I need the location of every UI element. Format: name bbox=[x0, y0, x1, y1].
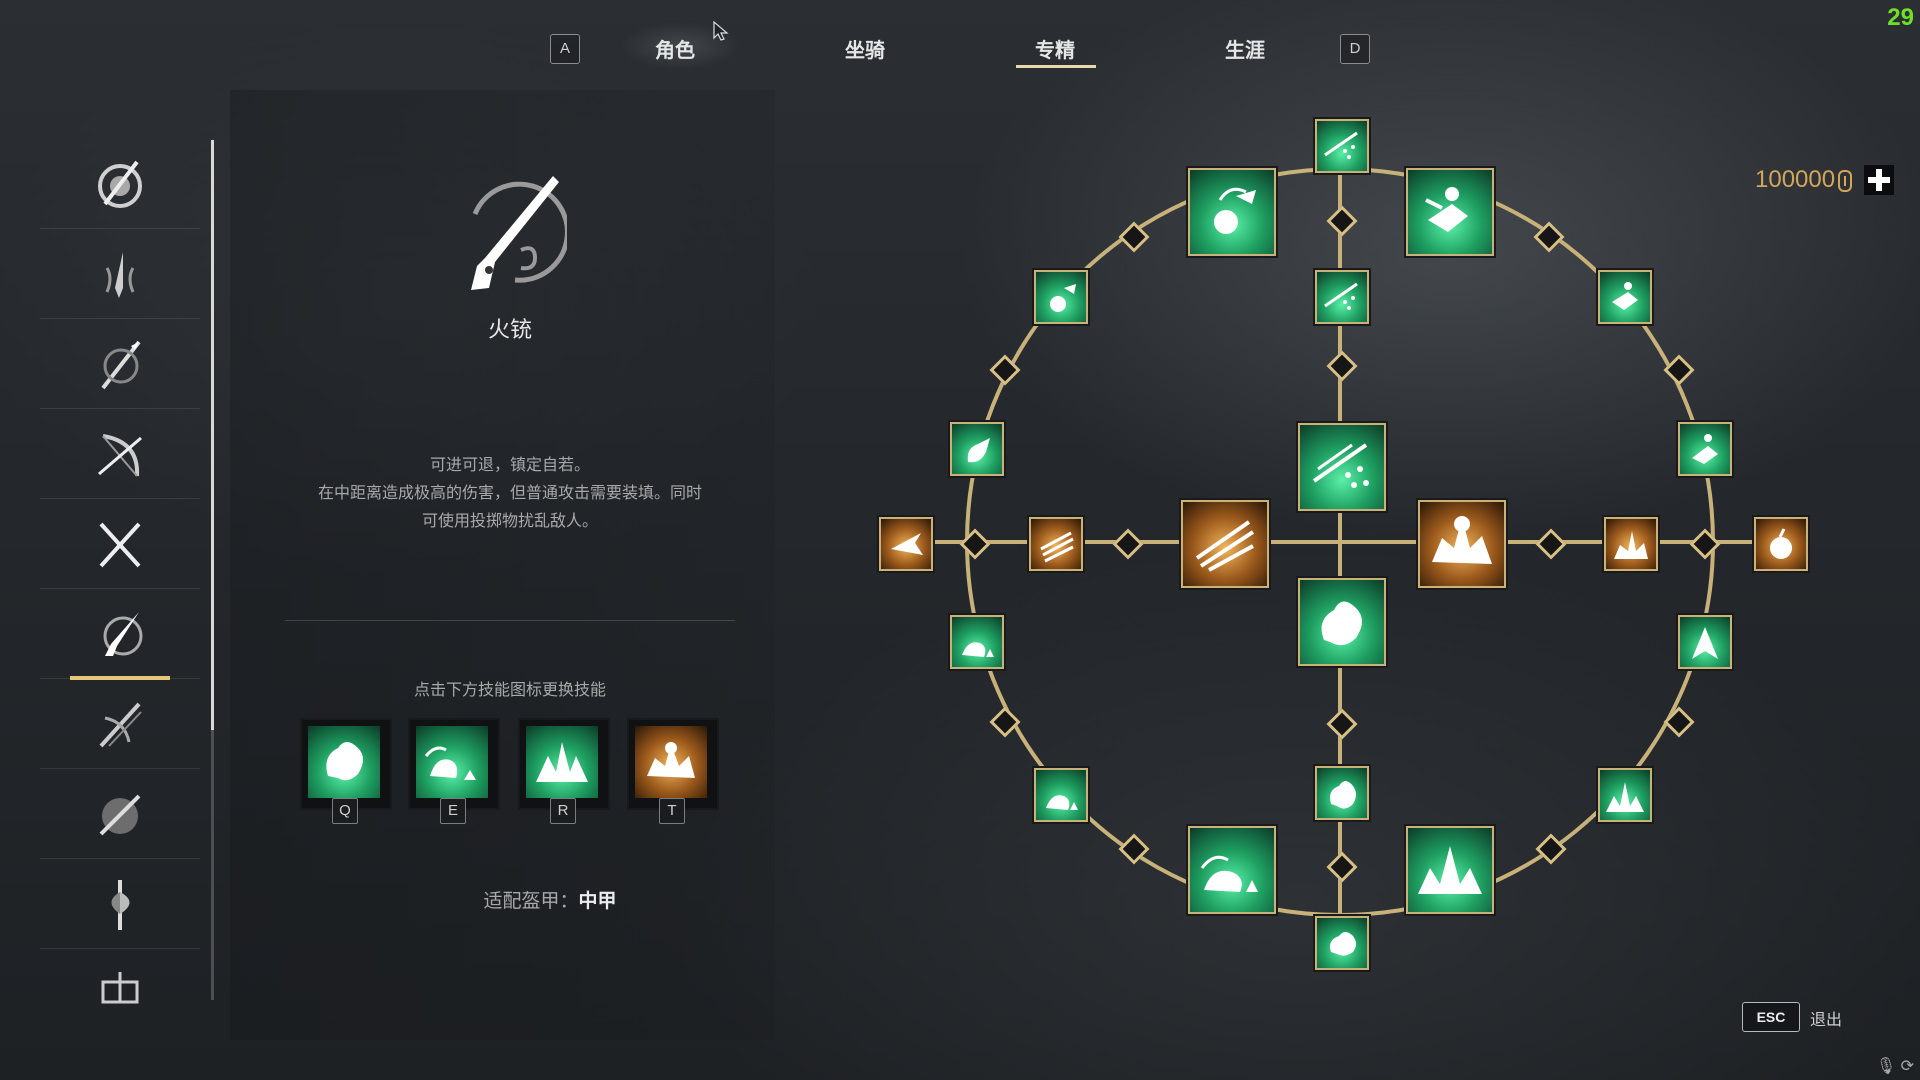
skill-node-spike-1[interactable] bbox=[1678, 615, 1732, 669]
sidebar-scroll-thumb[interactable] bbox=[211, 140, 214, 730]
microphone-icon: 🎙 bbox=[1875, 1058, 1897, 1075]
add-currency-button[interactable] bbox=[1864, 165, 1894, 195]
skill-node-smoke-burst-major[interactable] bbox=[1298, 578, 1386, 666]
skill-node-spike-major[interactable] bbox=[1406, 826, 1494, 914]
armor-type: 适配盔甲：中甲 bbox=[400, 886, 700, 913]
skill-r-icon bbox=[526, 726, 598, 798]
tab-specialization[interactable]: 专精 bbox=[1035, 40, 1075, 62]
fps-counter: 29 bbox=[1887, 4, 1914, 31]
weapon-slot-shield-spear[interactable] bbox=[40, 140, 200, 229]
skill-e-icon bbox=[416, 726, 488, 798]
tab-career[interactable]: 生涯 bbox=[1225, 40, 1265, 62]
skill-slot-r[interactable]: R bbox=[518, 718, 610, 824]
skill-key-t: T bbox=[659, 798, 685, 824]
skill-node-trap-major[interactable] bbox=[1188, 826, 1276, 914]
skill-node-trap-1[interactable] bbox=[950, 615, 1004, 669]
description-line-2: 在中距离造成极高的伤害，但普通攻击需要装填。同时 bbox=[317, 485, 702, 502]
shield-spear-icon bbox=[98, 160, 142, 208]
halberd-icon bbox=[111, 880, 130, 930]
weapon-slot-blade-shield[interactable] bbox=[40, 770, 200, 859]
skill-slot-q[interactable]: Q bbox=[300, 718, 392, 824]
musket-emblem-icon bbox=[471, 176, 567, 290]
tab-mount[interactable]: 坐骑 bbox=[845, 40, 885, 62]
skill-node-roll-dodge-2[interactable] bbox=[1598, 270, 1652, 324]
esc-key[interactable]: ESC bbox=[1742, 1002, 1800, 1032]
skill-slot-e[interactable]: E bbox=[408, 718, 500, 824]
weapon-slot-hammer[interactable] bbox=[40, 950, 200, 1038]
weapon-slot-bow[interactable] bbox=[40, 410, 200, 499]
exit-label[interactable]: 退出 bbox=[1810, 1012, 1843, 1029]
currency-amount: 100000 bbox=[1755, 166, 1835, 194]
description-line-1: 可进可退，镇定自若。 bbox=[429, 457, 590, 474]
skill-key-r: R bbox=[550, 798, 576, 824]
plus-icon bbox=[1868, 169, 1890, 191]
skill-q-icon bbox=[308, 726, 380, 798]
refresh-icon: ⟳ bbox=[1900, 1058, 1914, 1075]
prev-tab-key[interactable]: A bbox=[550, 34, 580, 64]
active-weapon-indicator bbox=[70, 676, 170, 680]
weapon-slot-halberd[interactable] bbox=[40, 860, 200, 949]
armor-label: 适配盔甲： bbox=[483, 891, 579, 912]
skill-node-roll-dodge-1[interactable] bbox=[1678, 422, 1732, 476]
skill-swap-hint: 点击下方技能图标更换技能 bbox=[413, 682, 606, 699]
corner-status-icons: 🎙 ⟳ bbox=[1876, 1056, 1914, 1076]
skill-node-bullet-spray-major[interactable] bbox=[1298, 423, 1386, 511]
skill-t-icon bbox=[635, 726, 707, 798]
armor-value: 中甲 bbox=[578, 891, 617, 912]
skill-node-rapid-shot-2[interactable] bbox=[1029, 517, 1083, 571]
weapon-slot-musket[interactable] bbox=[40, 590, 200, 680]
skill-key-q: Q bbox=[332, 798, 358, 824]
description-line-3: 可使用投掷物扰乱敌人。 bbox=[421, 513, 598, 530]
weapon-slot-dual-dagger[interactable] bbox=[40, 230, 200, 319]
skill-node-smoke-burst-2[interactable] bbox=[1315, 766, 1369, 820]
next-tab-key[interactable]: D bbox=[1340, 34, 1370, 64]
dual-dagger-icon bbox=[105, 252, 135, 298]
skill-node-bullet-spray-1[interactable] bbox=[1315, 119, 1369, 173]
tab-character[interactable]: 角色 bbox=[655, 40, 695, 62]
skill-node-explosive-shot-2[interactable] bbox=[1604, 517, 1658, 571]
blade-shield-icon bbox=[99, 794, 141, 836]
skill-node-roll-dodge-major[interactable] bbox=[1406, 168, 1494, 256]
skill-node-explosive-shot-1[interactable] bbox=[1754, 517, 1808, 571]
weapon-slot-crossbow[interactable] bbox=[40, 680, 200, 769]
skill-node-bullet-spray-2[interactable] bbox=[1315, 270, 1369, 324]
panel-divider bbox=[285, 620, 735, 621]
skill-node-explosive-shot-major[interactable] bbox=[1418, 500, 1506, 588]
musket-icon bbox=[103, 612, 143, 656]
skill-key-e: E bbox=[440, 798, 466, 824]
weapon-slot-crossed-swords[interactable] bbox=[40, 500, 200, 589]
skill-node-rapid-shot-major[interactable] bbox=[1181, 500, 1269, 588]
coin-icon bbox=[1838, 170, 1852, 192]
weapon-slot-spear[interactable] bbox=[40, 320, 200, 409]
crossbow-icon bbox=[99, 702, 142, 748]
skill-node-grenade-throw-2[interactable] bbox=[1034, 270, 1088, 324]
bow-icon bbox=[98, 434, 142, 477]
currency-value: 100000 bbox=[1755, 166, 1836, 193]
skill-node-rapid-shot-1[interactable] bbox=[879, 517, 933, 571]
skill-slot-t[interactable]: T bbox=[627, 718, 719, 824]
crossed-swords-icon bbox=[99, 522, 141, 568]
weapon-description: 可进可退，镇定自若。 在中距离造成极高的伤害，但普通攻击需要装填。同时 可使用投… bbox=[280, 452, 740, 536]
weapon-name: 火铳 bbox=[487, 317, 532, 342]
active-tab-underline bbox=[1016, 65, 1096, 68]
skill-node-trap-2[interactable] bbox=[1034, 768, 1088, 822]
skill-node-smoke-burst-1[interactable] bbox=[1315, 916, 1369, 970]
skill-node-grenade-throw-major[interactable] bbox=[1188, 168, 1276, 256]
skill-node-grenade-throw-1[interactable] bbox=[950, 422, 1004, 476]
hammer-icon bbox=[101, 972, 139, 1004]
skill-node-spike-2[interactable] bbox=[1598, 768, 1652, 822]
mouse-cursor-icon bbox=[713, 20, 729, 41]
spear-icon bbox=[101, 340, 141, 390]
